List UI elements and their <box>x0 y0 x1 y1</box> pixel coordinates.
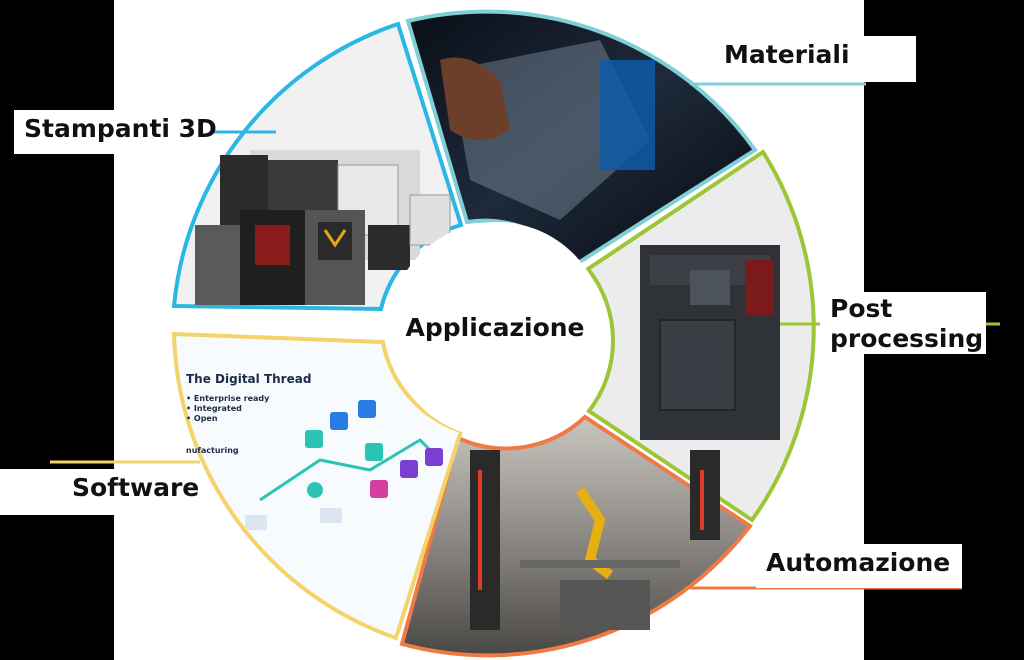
digital-thread-title: The Digital Thread <box>186 372 312 386</box>
post-processing-machine <box>640 245 780 440</box>
label-software: Software <box>0 469 204 515</box>
label-materiali: Materiali <box>708 36 916 82</box>
label-post-processing: Post processing <box>820 292 986 354</box>
label-post-line-1: Post <box>830 294 893 323</box>
printers-illustration <box>195 150 451 305</box>
label-stampanti-3d: Stampanti 3D <box>14 110 217 154</box>
bullet-item: Enterprise ready <box>186 394 269 404</box>
center-label: Applicazione <box>405 313 585 342</box>
automation-illustration <box>470 450 720 630</box>
digital-thread-section: nufacturing <box>186 446 239 455</box>
label-post-line-2: processing <box>830 324 984 353</box>
digital-thread-illustration <box>245 400 443 530</box>
label-automazione: Automazione <box>756 544 962 588</box>
bullet-item: Open <box>186 414 269 424</box>
bullet-item: Integrated <box>186 404 269 414</box>
digital-thread-bullets: Enterprise ready Integrated Open <box>186 394 269 424</box>
materials-illustration <box>440 40 655 220</box>
center-circle <box>389 222 605 438</box>
